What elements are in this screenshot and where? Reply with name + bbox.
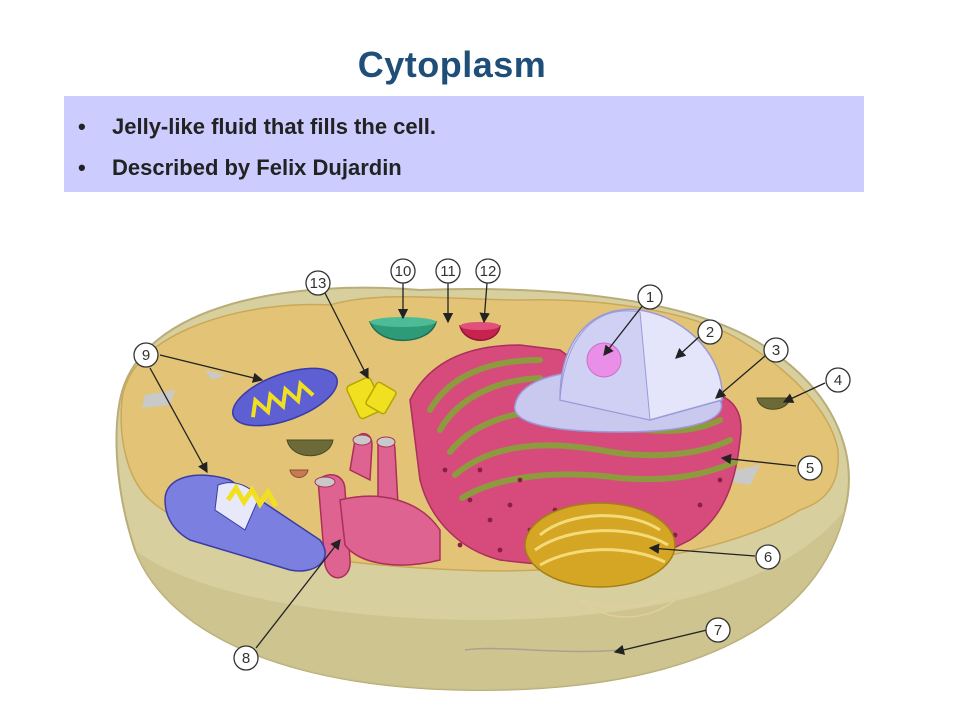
label-7: 7 — [705, 617, 731, 643]
label-8: 8 — [233, 645, 259, 671]
bullet-text: Described by Felix Dujardin — [112, 155, 402, 180]
label-3: 3 — [763, 337, 789, 363]
label-4: 4 — [825, 367, 851, 393]
label-5: 5 — [797, 455, 823, 481]
bullet-dot: • — [78, 114, 86, 139]
vacuole-green-top-rim — [370, 317, 436, 327]
bullet-dot: • — [78, 155, 86, 180]
svg-text:7: 7 — [714, 622, 722, 639]
label-6: 6 — [755, 544, 781, 570]
svg-text:4: 4 — [834, 372, 842, 389]
golgi-apparatus — [524, 502, 681, 618]
svg-text:1: 1 — [646, 289, 654, 306]
svg-text:12: 12 — [480, 263, 497, 280]
mitochondrion-top — [231, 367, 339, 427]
bullet-item: • Described by Felix Dujardin — [76, 147, 864, 188]
lysosome-top-rim — [460, 322, 500, 330]
centrioles — [346, 376, 397, 420]
svg-text:13: 13 — [310, 275, 327, 292]
cytoplasm-hole — [733, 465, 760, 485]
svg-text:10: 10 — [395, 263, 412, 280]
mitochondrion-lower — [164, 474, 326, 572]
svg-text:8: 8 — [242, 650, 250, 667]
bullet-item: • Jelly-like fluid that fills the cell. — [76, 106, 864, 147]
svg-text:5: 5 — [806, 460, 814, 477]
nucleolus — [586, 342, 622, 378]
cell-membrane-lower — [135, 510, 845, 690]
page-title: Cytoplasm — [357, 44, 547, 85]
label-9: 9 — [133, 342, 159, 368]
label-13: 13 — [305, 270, 331, 296]
label-2: 2 — [697, 319, 723, 345]
smooth-er — [314, 433, 441, 579]
label-leader-lines — [149, 282, 826, 655]
vacuole-green-top — [368, 321, 437, 342]
svg-text:3: 3 — [772, 342, 780, 359]
bullet-list: • Jelly-like fluid that fills the cell. •… — [76, 106, 864, 188]
label-12: 12 — [475, 258, 501, 284]
svg-text:2: 2 — [706, 324, 714, 341]
bullet-text: Jelly-like fluid that fills the cell. — [112, 114, 436, 139]
vesicle-small — [289, 469, 309, 478]
cytoskeleton-thread — [464, 647, 621, 653]
cytoplasm-hole — [142, 390, 175, 408]
label-11: 11 — [435, 258, 461, 284]
er-lumen — [427, 357, 738, 501]
label-1: 1 — [637, 284, 663, 310]
bullet-box: • Jelly-like fluid that fills the cell. •… — [64, 96, 864, 192]
svg-text:11: 11 — [440, 263, 456, 280]
svg-text:6: 6 — [764, 549, 772, 566]
svg-text:9: 9 — [142, 347, 150, 364]
vesicle-olive — [286, 439, 334, 457]
number-labels: 1 2 3 4 5 6 7 8 9 10 11 12 13 — [133, 258, 851, 671]
nucleus — [514, 308, 723, 433]
cytoplasm-hole — [205, 370, 225, 380]
label-10: 10 — [390, 258, 416, 284]
